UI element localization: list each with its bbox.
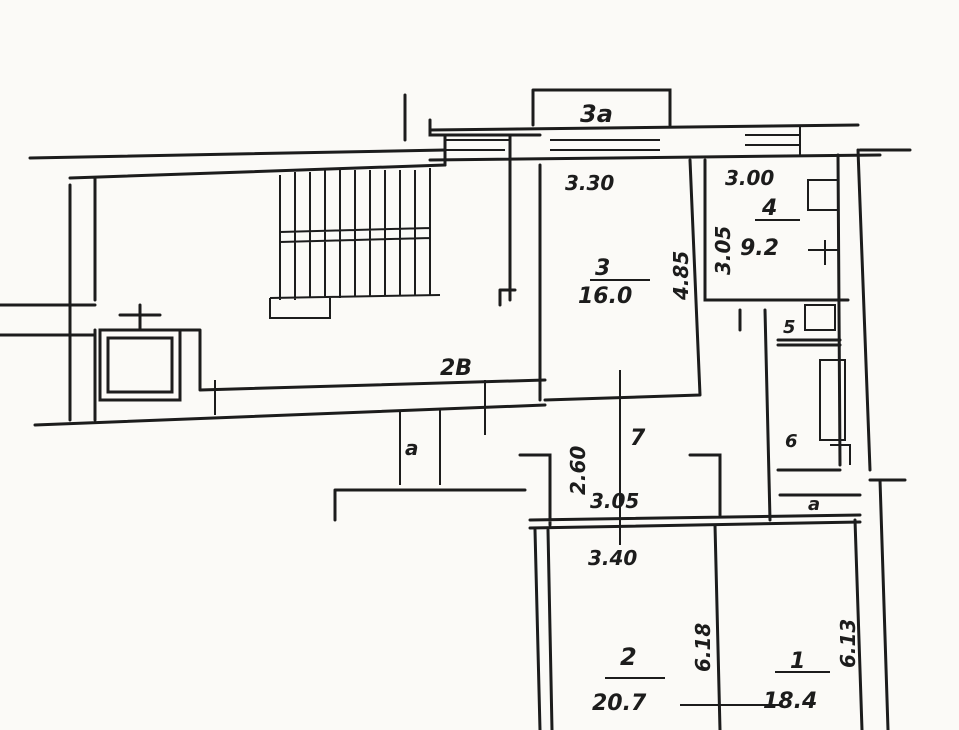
room1-length: 6.13	[836, 619, 860, 668]
room2-width: 3.40	[588, 546, 637, 570]
room1-area: 18.4	[763, 689, 817, 714]
room2-number: 2	[620, 643, 637, 671]
room7-width: 3.05	[590, 489, 639, 513]
room3-number: 3	[595, 256, 610, 281]
stair-label: 2B	[440, 356, 472, 381]
room7-number: 7	[630, 426, 646, 451]
room3-area: 16.0	[578, 284, 632, 309]
room2-length: 6.18	[691, 623, 715, 672]
room3-length: 4.85	[669, 251, 693, 301]
room6-number: 6	[785, 431, 798, 452]
room1-number: 1	[790, 649, 805, 674]
room4-number: 4	[761, 196, 777, 221]
closet-label-2: a	[808, 494, 820, 515]
room7-length: 2.60	[566, 446, 590, 495]
room5-number: 5	[783, 317, 796, 338]
room3-width: 3.30	[565, 171, 614, 195]
labels: 3a 3.30 3.00 3 16.0 4.85 4 9.2 3.05 5 6 …	[405, 100, 860, 716]
walls	[0, 88, 912, 730]
room4-width: 3.00	[725, 166, 774, 190]
balcony-label: 3a	[580, 100, 613, 128]
closet-label: a	[405, 436, 419, 460]
room2-area: 20.7	[592, 691, 647, 716]
room4-length: 3.05	[711, 226, 735, 275]
room4-area: 9.2	[740, 236, 779, 261]
